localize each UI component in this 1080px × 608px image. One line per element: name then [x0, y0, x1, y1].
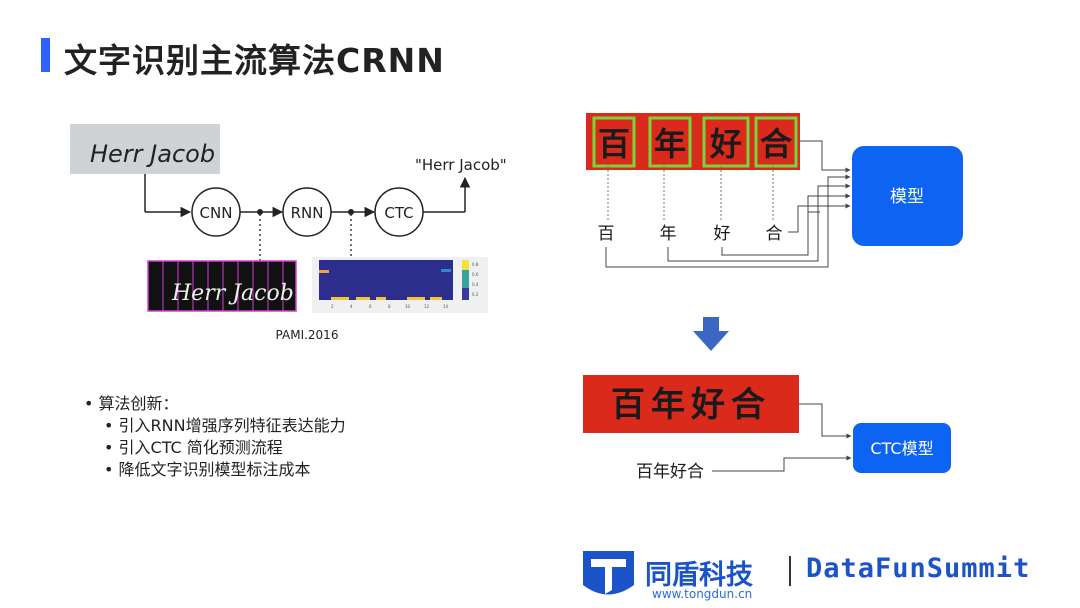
- tongdun-logo-icon: [583, 551, 634, 595]
- input-word-text: Herr Jacob: [90, 140, 215, 168]
- sequence-level-diagram: 百年好合 百年好合 CTC模型: [583, 375, 951, 482]
- couplet-banner-top: [586, 113, 800, 170]
- slide-title: 文字识别主流算法CRNN: [64, 41, 445, 80]
- svg-text:0.2: 0.2: [472, 292, 479, 297]
- ctc-model-box: [853, 423, 951, 473]
- svg-text:好: 好: [709, 125, 742, 163]
- svg-text:8: 8: [388, 304, 391, 309]
- brand-name: 同盾科技: [645, 560, 753, 591]
- crnn-pipeline: Herr Jacob CNN RNN CTC "Herr Jacob": [70, 124, 507, 342]
- down-arrow-icon: [693, 317, 729, 351]
- summit-name: DataFunSummit: [806, 553, 1031, 584]
- footer-divider: [789, 556, 791, 586]
- bullet-item: • 引入RNN增强序列特征表达能力: [104, 416, 346, 435]
- banner-bottom-text: 百年好合: [611, 385, 771, 425]
- bullet-item: • 引入CTC 简化预测流程: [104, 438, 283, 457]
- svg-text:年: 年: [654, 125, 686, 163]
- innovation-list: • 算法创新： • 引入RNN增强序列特征表达能力 • 引入CTC 简化预测流程…: [84, 393, 346, 481]
- cnn-feature-map: Herr Jacob: [147, 260, 297, 312]
- svg-text:2: 2: [331, 304, 334, 309]
- svg-text:14: 14: [443, 304, 449, 309]
- input-word-image: [70, 124, 220, 174]
- bullet-heading: • 算法创新：: [84, 394, 179, 413]
- svg-text:百: 百: [598, 125, 630, 163]
- cnn-node-label: CNN: [200, 204, 233, 222]
- rnn-node-label: RNN: [291, 204, 324, 222]
- brand-url: www.tongdun.cn: [652, 587, 753, 601]
- couplet-banner-bottom: [583, 375, 799, 433]
- label-text-bottom: 百年好合: [636, 462, 704, 482]
- svg-text:0.6: 0.6: [472, 272, 479, 277]
- char-label-1: 百: [598, 224, 615, 244]
- svg-text:6: 6: [369, 304, 372, 309]
- ctc-model-label: CTC模型: [870, 439, 933, 458]
- svg-text:12: 12: [424, 304, 430, 309]
- ctc-node-label: CTC: [384, 204, 413, 222]
- svg-text:0.8: 0.8: [472, 262, 479, 267]
- char-label-3: 好: [714, 224, 731, 244]
- ctc-heatmap: 2 4 6 8 10 12 14 0.8 0.6 0.4 0.2: [312, 257, 488, 313]
- char-label-4: 合: [766, 224, 783, 244]
- model-box: [852, 146, 963, 246]
- char-label-2: 年: [660, 224, 677, 244]
- svg-text:0.4: 0.4: [472, 282, 479, 287]
- model-label: 模型: [890, 187, 924, 207]
- output-text: "Herr Jacob": [415, 156, 507, 174]
- svg-text:4: 4: [350, 304, 353, 309]
- svg-text:10: 10: [405, 304, 411, 309]
- char-level-diagram: 百 年 好 合 百 年 好 合 模型: [586, 113, 963, 268]
- title-accent-bar: [41, 38, 50, 72]
- paper-caption: PAMI.2016: [276, 328, 339, 342]
- feature-map-text: Herr Jacob: [171, 281, 294, 306]
- bullet-item: • 降低文字识别模型标注成本: [104, 460, 311, 479]
- svg-text:合: 合: [760, 125, 792, 163]
